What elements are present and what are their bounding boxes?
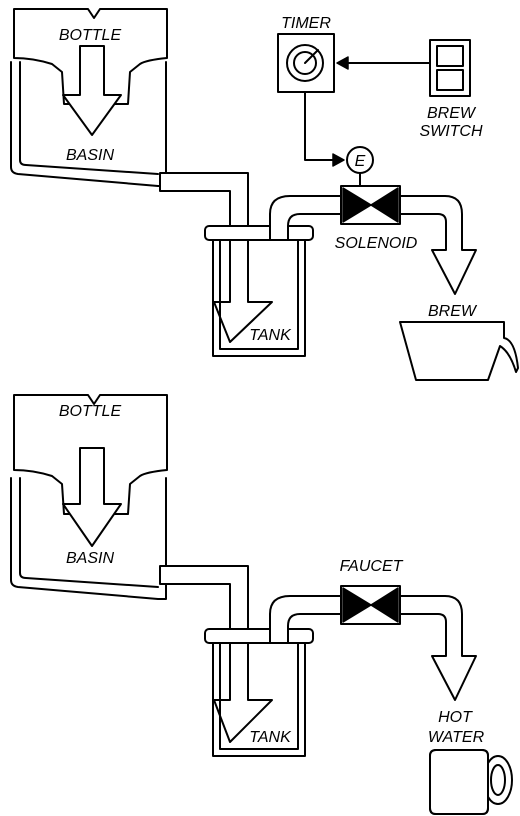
tank-inner-wall <box>219 637 299 750</box>
mug-body <box>429 749 489 815</box>
basin-to-tank-pipe <box>159 172 273 343</box>
basin-label: BASIN <box>66 550 114 567</box>
basin-inner-wall <box>19 477 159 588</box>
bottle-label: BOTTLE <box>59 27 122 44</box>
faucet-valve-icon-right <box>370 587 399 623</box>
tank-rim <box>204 225 314 241</box>
basin-shape <box>10 477 167 600</box>
hot-water-label-1: HOT <box>438 709 473 726</box>
basin-shape <box>10 61 167 187</box>
solenoid-label: SOLENOID <box>335 235 418 252</box>
tank-shape <box>212 233 306 357</box>
tank-rim <box>204 628 314 644</box>
electric-label: E <box>355 153 366 170</box>
hot-water-system: BOTTLE BASIN TANK FAUCET HOT WATER <box>10 394 513 815</box>
tank-shape <box>212 637 306 757</box>
faucet-outlet-pipe <box>399 595 477 701</box>
timer-label: TIMER <box>281 15 331 32</box>
basin-label: BASIN <box>66 147 114 164</box>
bottle-flow-arrow <box>62 45 122 136</box>
solenoid-valve-icon <box>342 187 372 223</box>
timer-to-electric-line <box>304 91 337 161</box>
tank-label: TANK <box>249 729 292 746</box>
basin-to-tank-pipe <box>159 565 273 743</box>
bottle-flow-arrow <box>62 447 122 547</box>
tank-inner-wall <box>219 233 299 350</box>
tank-label: TANK <box>249 327 292 344</box>
solenoid-outlet-pipe <box>399 195 477 295</box>
hot-water-label-2: WATER <box>428 729 485 746</box>
timer-dial-needle <box>304 49 319 64</box>
faucet-label: FAUCET <box>340 558 404 575</box>
brew-output-label: BREW <box>428 303 478 320</box>
basin-inner-wall <box>19 61 159 175</box>
bottle-label: BOTTLE <box>59 403 122 420</box>
brew-switch-label-2: SWITCH <box>419 123 483 140</box>
mug-handle-inner <box>490 764 506 796</box>
brew-switch-lower <box>436 69 464 91</box>
faucet-valve-icon <box>342 587 372 623</box>
brew-switch-upper <box>436 45 464 67</box>
brew-system: BOTTLE BASIN TANK TIMER BREW SWITCH E SO… <box>10 8 519 381</box>
brew-switch-label-1: BREW <box>427 105 477 122</box>
solenoid-valve-icon-right <box>370 187 399 223</box>
switch-to-timer-arrowhead <box>336 56 349 70</box>
timer-to-electric-arrowhead <box>332 153 345 167</box>
brew-pitcher-icon <box>399 321 519 381</box>
